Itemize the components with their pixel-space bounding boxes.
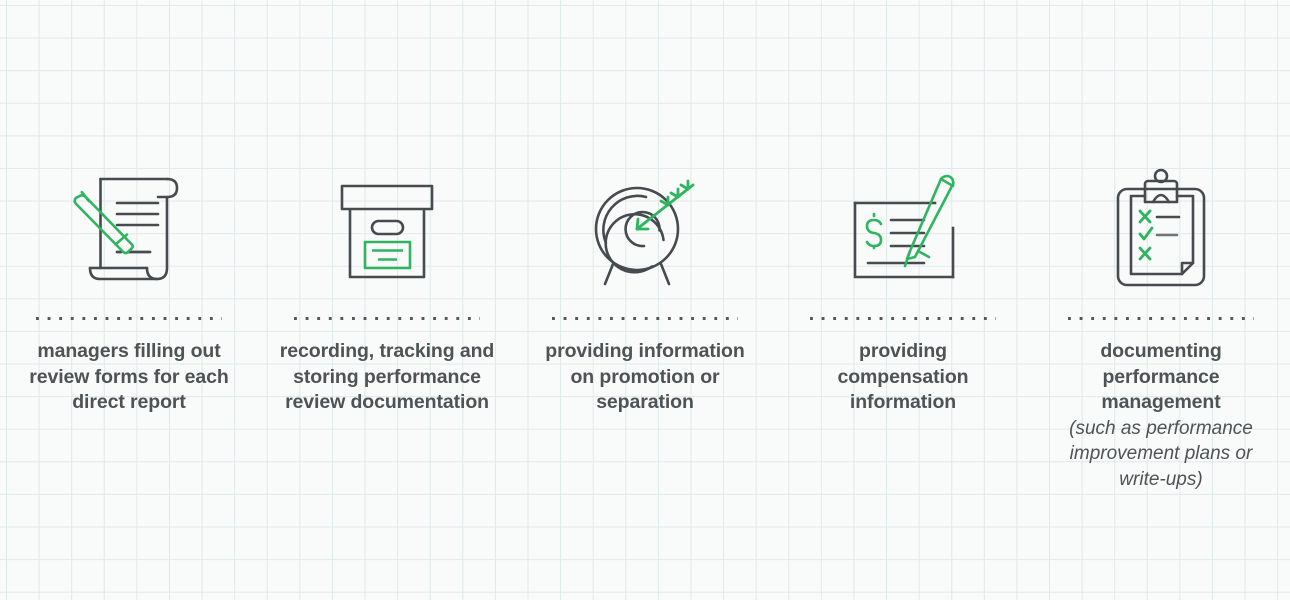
dotted-separator	[810, 317, 996, 320]
scroll-with-pencil-icon	[66, 168, 192, 293]
column-providing-information-promotion-separation: providing information on promotion or se…	[516, 0, 774, 416]
column-managers-filling-out-review-forms: managers filling out review forms for ea…	[0, 0, 258, 416]
dotted-separator	[552, 317, 738, 320]
column-providing-compensation-information: providing compensation information	[774, 0, 1032, 416]
column-caption: managers filling out review forms for ea…	[29, 340, 229, 414]
column-caption: providing compensation information	[837, 340, 969, 414]
column-caption: providing information on promotion or se…	[545, 340, 745, 414]
dotted-separator	[36, 317, 222, 320]
check-with-pen-icon	[840, 168, 966, 293]
column-recording-tracking-storing: recording, tracking and storing performa…	[258, 0, 516, 416]
target-with-arrow-icon	[582, 168, 708, 293]
column-subcaption: (such as performance improvement plans o…	[1069, 417, 1253, 490]
archive-box-icon	[324, 168, 450, 293]
column-caption: recording, tracking and storing performa…	[279, 340, 495, 414]
column-documenting-performance-management: documenting performance management (such…	[1032, 0, 1290, 493]
column-caption: documenting performance management	[1100, 340, 1222, 414]
dotted-separator	[294, 317, 480, 320]
dotted-separator	[1068, 317, 1254, 320]
clipboard-checklist-icon	[1098, 168, 1224, 293]
